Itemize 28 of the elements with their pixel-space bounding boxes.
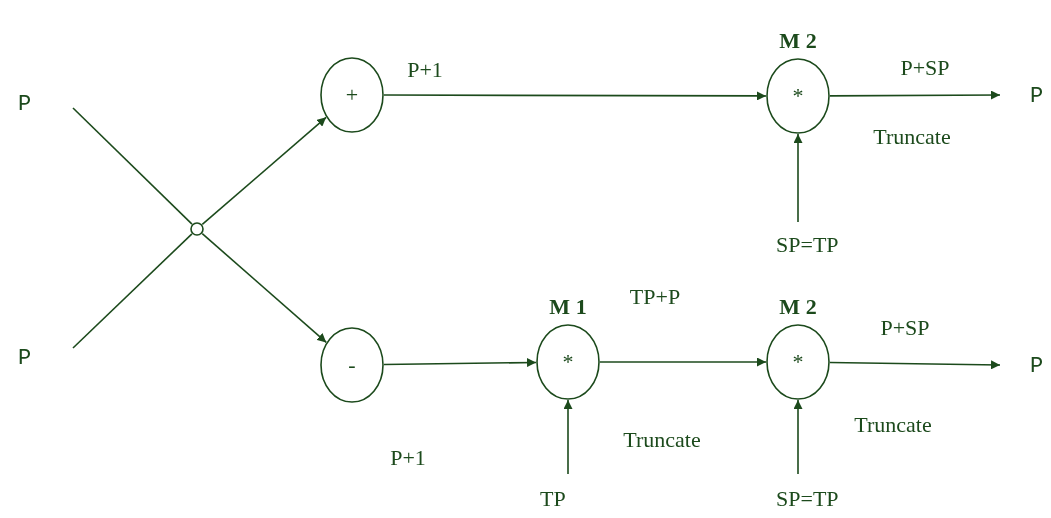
operator-node [320, 327, 384, 403]
arrow [383, 91, 767, 101]
arrow [793, 133, 803, 223]
multiplier-heading: M 1 [549, 294, 587, 320]
operator-symbol: + [345, 82, 359, 108]
junction-circle [190, 222, 204, 236]
arrow [383, 358, 537, 368]
arrow [829, 360, 1001, 370]
signal-name: P [18, 346, 32, 372]
signal-name: P [1030, 354, 1044, 380]
multiplier-heading: M 2 [779, 28, 817, 54]
operator-symbol: * [562, 349, 574, 375]
multiplier-heading: M 2 [779, 294, 817, 320]
operator-node [320, 57, 384, 133]
operator-symbol: - [348, 352, 356, 378]
operator-symbol: * [792, 349, 804, 375]
signal-name: TP [540, 486, 566, 512]
signal-name: SP=TP [776, 486, 839, 512]
arrow [793, 399, 803, 475]
arrow [201, 116, 327, 226]
arrow [829, 90, 1001, 100]
signal-name: SP=TP [776, 232, 839, 258]
signal-name: P [1030, 84, 1044, 110]
operator-symbol: * [792, 83, 804, 109]
arrow [599, 357, 767, 367]
arrow [201, 232, 328, 344]
signal-name: P [18, 92, 32, 118]
arrow [563, 399, 573, 475]
